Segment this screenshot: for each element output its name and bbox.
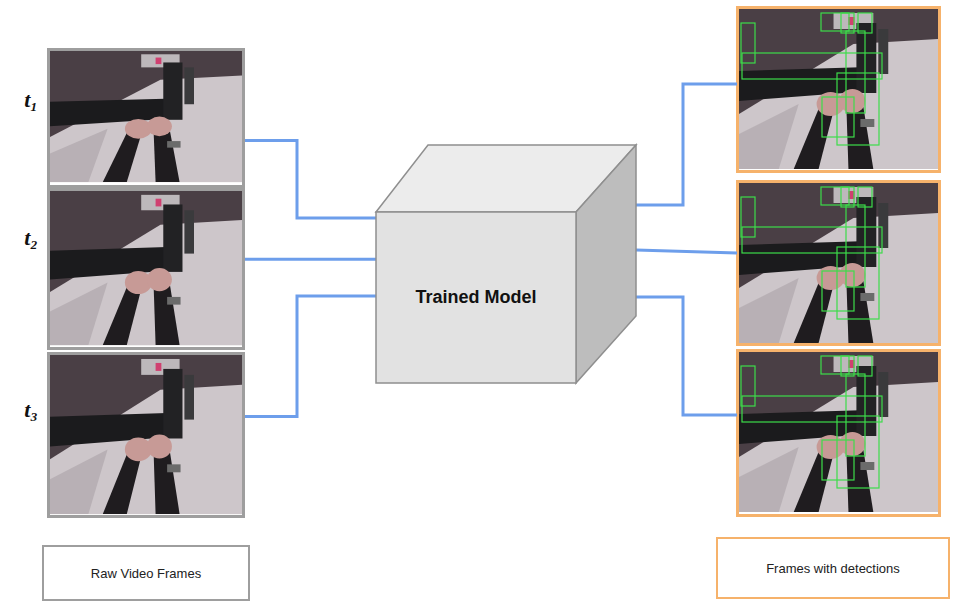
time-label: t₁ (24, 87, 38, 113)
raw-frame: t₃ (47, 352, 245, 518)
caption-text: Raw Video Frames (91, 566, 201, 581)
time-label: t₃ (24, 397, 38, 423)
model-cube: Trained Model (376, 145, 636, 383)
video-frame-photo (50, 355, 242, 514)
cube-outline (376, 145, 636, 383)
raw-frame: t₂ (47, 188, 245, 350)
caption-text: Frames with detections (766, 561, 900, 576)
input-wire (245, 258, 376, 261)
model-label: Trained Model (384, 212, 568, 383)
input-wire (245, 140, 376, 218)
caption-box: Raw Video Frames (42, 545, 250, 601)
raw-frame: t₁ (47, 48, 245, 188)
detection-frame (738, 182, 940, 345)
detection-frame (738, 8, 940, 172)
detection-frame (738, 351, 940, 516)
input-wire (245, 296, 376, 416)
video-frame-photo (50, 191, 242, 345)
output-wire (636, 84, 737, 415)
video-frame-photo (50, 51, 242, 182)
time-label: t₂ (24, 225, 38, 251)
caption-box: Frames with detections (716, 537, 950, 599)
